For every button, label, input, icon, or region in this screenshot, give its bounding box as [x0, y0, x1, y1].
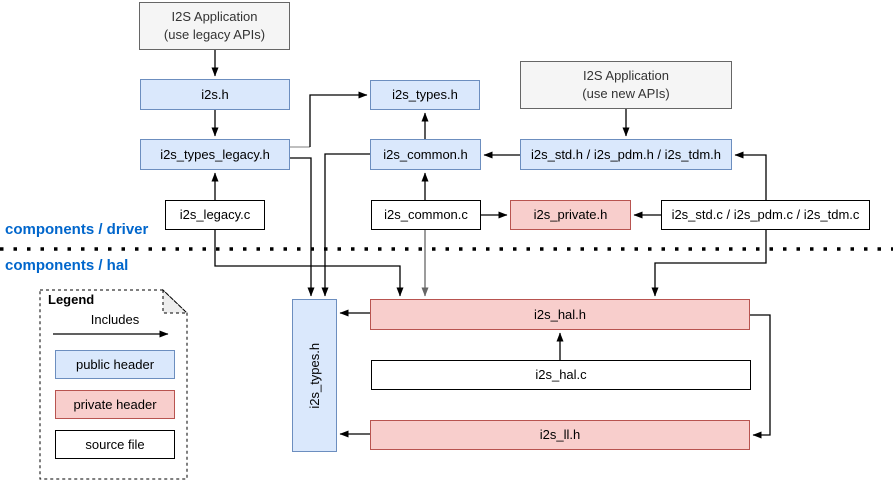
node-i2s-std-pdm-tdm-h: i2s_std.h / i2s_pdm.h / i2s_tdm.h — [520, 139, 732, 170]
edge-commonh-typeshal — [321, 153, 370, 297]
node-app-legacy-line1: I2S Application — [171, 9, 258, 25]
node-i2s-private-h: i2s_private.h — [510, 200, 631, 230]
edge-legacyc-halh — [214, 230, 404, 297]
node-i2s-types-legacy-h-label: i2s_types_legacy.h — [160, 146, 270, 162]
node-i2s-std-pdm-tdm-c: i2s_std.c / i2s_pdm.c / i2s_tdm.c — [661, 200, 870, 230]
legend-item-source-file: source file — [55, 430, 175, 459]
node-i2s-hal-c-label: i2s_hal.c — [535, 367, 587, 383]
node-i2s-common-c: i2s_common.c — [371, 200, 481, 230]
node-i2s-common-h: i2s_common.h — [370, 139, 481, 170]
node-i2s-legacy-c-label: i2s_legacy.c — [179, 207, 251, 223]
node-i2s-ll-h-label: i2s_ll.h — [539, 427, 581, 443]
node-i2s-hal-c: i2s_hal.c — [371, 360, 751, 390]
node-i2s-hal-h: i2s_hal.h — [370, 299, 750, 330]
node-i2s-types-h-hal: i2s_types.h — [292, 299, 337, 452]
node-i2s-hal-h-label: i2s_hal.h — [533, 306, 587, 322]
legend-item-public-header: public header — [55, 350, 175, 379]
node-i2s-std-pdm-tdm-c-label: i2s_std.c / i2s_pdm.c / i2s_tdm.c — [671, 207, 860, 223]
legend-includes-label: Includes — [90, 312, 140, 327]
layer-label-driver: components / driver — [5, 221, 149, 238]
edge-typeslegacy-types — [309, 91, 368, 147]
node-app-new-line1: I2S Application — [582, 68, 669, 84]
edge-halh-llh — [750, 314, 771, 439]
node-app-legacy: I2S Application (use legacy APIs) — [139, 2, 290, 50]
edge-stdc-stdh — [734, 151, 767, 200]
edge-stdc-halh — [651, 230, 767, 297]
node-app-legacy-line2: (use legacy APIs) — [163, 27, 266, 42]
node-app-new-line2: (use new APIs) — [582, 86, 670, 101]
edge-typeslegacy-typeshal — [290, 157, 315, 297]
node-i2s-common-c-label: i2s_common.c — [384, 207, 468, 223]
node-i2s-types-h: i2s_types.h — [370, 80, 480, 110]
node-i2s-common-h-label: i2s_common.h — [383, 146, 468, 162]
node-i2s-types-h-label: i2s_types.h — [392, 87, 458, 103]
node-i2s-ll-h: i2s_ll.h — [370, 420, 750, 450]
legend-item-private-header: private header — [55, 390, 175, 419]
layer-label-hal: components / hal — [5, 257, 129, 274]
node-i2s-h-label: i2s.h — [201, 86, 229, 102]
node-i2s-legacy-c: i2s_legacy.c — [165, 200, 265, 230]
node-i2s-private-h-label: i2s_private.h — [533, 207, 608, 223]
node-i2s-types-legacy-h: i2s_types_legacy.h — [140, 139, 290, 170]
node-app-new: I2S Application (use new APIs) — [520, 61, 732, 109]
node-i2s-std-pdm-tdm-h-label: i2s_std.h / i2s_pdm.h / i2s_tdm.h — [530, 146, 722, 162]
node-i2s-h: i2s.h — [140, 79, 290, 110]
legend-title: Legend — [48, 292, 95, 307]
node-i2s-types-h-hal-label: i2s_types.h — [306, 342, 322, 409]
